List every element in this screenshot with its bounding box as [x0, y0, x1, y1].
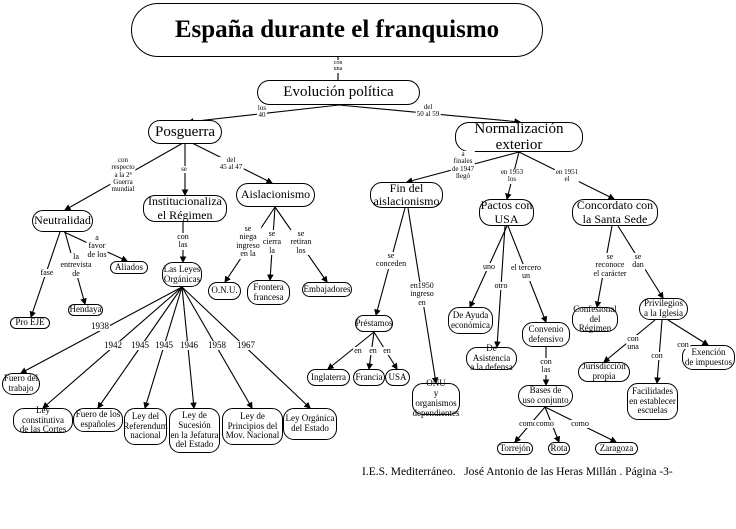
- link-label: se niega ingreso en la: [235, 224, 261, 259]
- link-label: con una: [626, 334, 640, 352]
- node-rota[interactable]: Rota: [548, 442, 570, 455]
- link-label: como: [570, 419, 590, 429]
- node-ley-referendum[interactable]: Ley del Referendum nacional: [123, 408, 168, 445]
- node-privilegios-iglesia[interactable]: Privilegios a la Iglesia: [639, 298, 688, 320]
- node-convenio-defensivo[interactable]: Convenio defensivo: [522, 322, 570, 347]
- link-label: el tercero un: [510, 263, 542, 281]
- link-label: en 1951 el: [554, 168, 580, 184]
- year-label: 1945: [130, 340, 150, 351]
- node-inglaterra[interactable]: Inglaterra: [307, 369, 350, 386]
- link-label: se conceden: [374, 251, 408, 269]
- node-concordato[interactable]: Concordato con la Santa Sede: [572, 199, 658, 226]
- node-pro-eje[interactable]: Pro EJE: [10, 317, 50, 329]
- node-confesional-regimen[interactable]: Confesional del Régimen: [572, 303, 618, 334]
- link-label: a finales de 1947 llegó: [450, 150, 476, 181]
- link-label: en 1953 los: [499, 168, 525, 184]
- node-neutralidad[interactable]: Neutralidad: [32, 210, 93, 232]
- link-label: se reconoce el carácter: [592, 252, 628, 279]
- year-label: 1958: [207, 340, 227, 351]
- node-ley-cortes[interactable]: Ley constitutiva de las Cortes: [13, 405, 73, 434]
- node-torrejon[interactable]: Torrejón: [497, 442, 533, 455]
- node-exencion-impuestos[interactable]: Exención de impuestos: [682, 345, 735, 370]
- node-onu[interactable]: O.N.U.: [208, 282, 241, 300]
- connector-line: [327, 331, 375, 370]
- link-label: con respecto a la 2ª Guerra mundial: [110, 156, 136, 194]
- link-label: con una: [332, 60, 344, 73]
- node-aislacionismo[interactable]: Aislacionismo: [236, 183, 315, 207]
- node-bases-uso-conjunto[interactable]: Bases de uso conjunto: [518, 385, 573, 407]
- year-label: 1938: [90, 321, 110, 332]
- link-label: en1950 ingreso en: [409, 281, 435, 308]
- year-label: 1967: [236, 340, 256, 351]
- link-label: como: [535, 419, 555, 429]
- node-ley-sucesion[interactable]: Ley de Sucesión en la Jefatura del Estad…: [169, 408, 220, 453]
- connector-line: [654, 319, 663, 385]
- node-embajadores[interactable]: Embajadores: [302, 282, 352, 297]
- node-asistencia-defensa[interactable]: De Asistencia a la defensa: [466, 343, 517, 372]
- link-label: con las: [539, 357, 553, 375]
- node-hendaya[interactable]: Hendaya: [68, 304, 103, 316]
- year-label: 1942: [103, 340, 123, 351]
- link-label: en: [353, 346, 363, 356]
- year-label: 1945: [154, 340, 174, 351]
- node-institucionaliza[interactable]: Institucionaliza el Régimen: [143, 195, 227, 222]
- link-label: uno: [482, 262, 496, 272]
- link-label: los 40: [256, 104, 268, 120]
- link-label: con las: [176, 232, 190, 250]
- link-label: en: [382, 346, 392, 356]
- node-frontera-francesa[interactable]: Frontera francesa: [247, 280, 290, 305]
- link-label: otro: [493, 281, 509, 291]
- link-label: en: [368, 346, 378, 356]
- node-ayuda-economica[interactable]: De Ayuda económica: [448, 307, 493, 334]
- page-footer: I.E.S. Mediterráneo. José Antonio de las…: [362, 466, 673, 478]
- node-aliados[interactable]: Aliados: [110, 261, 148, 274]
- link-label: como: [518, 419, 538, 429]
- link-label: a favor de los: [86, 233, 108, 260]
- node-facilidades-escuelas[interactable]: Facilidades en establecer escuelas: [627, 383, 678, 420]
- node-leyes-organicas[interactable]: Las Leyes Orgánicas: [162, 262, 202, 287]
- node-onu-organismos[interactable]: ONU y organismos dependientes: [412, 378, 460, 418]
- link-label: se retiran los: [289, 229, 313, 256]
- link-label: se cierra la: [261, 229, 283, 256]
- link-label: con: [650, 351, 664, 361]
- connector-line: [667, 319, 709, 346]
- link-label: del 45 al 47: [218, 156, 244, 172]
- link-label: se dan: [631, 252, 645, 270]
- link-label: con: [676, 340, 690, 350]
- link-label: se: [180, 165, 188, 174]
- node-fuero-espanoles[interactable]: Fuero de los españoles: [73, 408, 123, 432]
- map-title: España durante el franquismo: [131, 3, 543, 57]
- node-francia[interactable]: Francia: [353, 369, 385, 386]
- node-usa[interactable]: USA: [385, 369, 410, 386]
- link-label: del 50 al 59: [415, 103, 441, 119]
- node-fuero-trabajo[interactable]: Fuero del trabajo: [2, 373, 40, 395]
- node-zaragoza[interactable]: Zaragoza: [595, 442, 638, 455]
- node-evolucion-politica[interactable]: Evolución política: [257, 80, 420, 105]
- year-label: 1946: [179, 340, 199, 351]
- node-ley-principios[interactable]: Ley de Principios del Mov. Nacional: [222, 408, 283, 445]
- node-jurisdiccion-propia[interactable]: Jurisdicción propia: [578, 361, 630, 382]
- node-pactos-usa[interactable]: Pactos con USA: [479, 198, 534, 226]
- node-prestamos[interactable]: Préstamos: [355, 315, 393, 332]
- link-label: fase: [39, 268, 55, 278]
- node-ley-organica[interactable]: Ley Orgánica del Estado: [283, 408, 337, 440]
- node-normalizacion-exterior[interactable]: Normalización exterior: [455, 121, 583, 153]
- node-posguerra[interactable]: Posguerra: [148, 120, 222, 144]
- node-fin-aislacionismo[interactable]: Fin del aislacionismo: [370, 181, 443, 208]
